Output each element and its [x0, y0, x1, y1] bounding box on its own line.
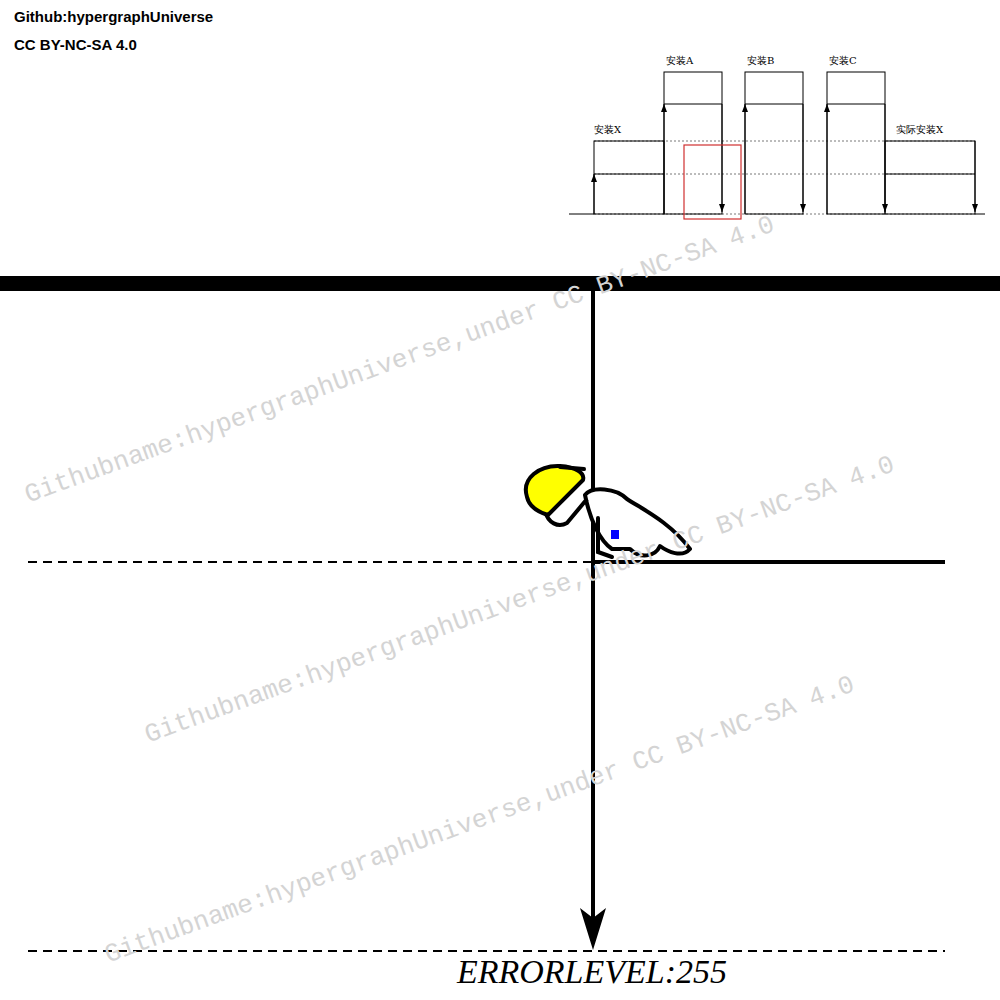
block-divider — [664, 104, 722, 105]
step-arrow — [885, 104, 886, 212]
step-arrow — [975, 141, 976, 212]
step-arrow — [745, 104, 746, 214]
install-block — [827, 72, 885, 214]
step-arrow-head — [591, 174, 597, 182]
block-divider — [885, 174, 975, 175]
step-label: 实际安装X — [896, 124, 943, 135]
author-label: Github:hypergraphUniverse — [14, 9, 213, 26]
fall-line — [591, 291, 595, 920]
dashed-floor — [28, 950, 945, 952]
badge — [611, 530, 619, 539]
step-arrow-head — [882, 204, 888, 212]
step-label: 安装B — [747, 55, 774, 66]
install-chart — [569, 72, 985, 219]
step-arrow-head — [661, 104, 667, 112]
arrow-head — [580, 908, 606, 950]
block-divider — [594, 174, 664, 175]
error-level-label: ERRORLEVEL:255 — [457, 953, 727, 990]
baseline — [569, 214, 594, 215]
block-divider — [827, 104, 885, 105]
install-block — [594, 141, 664, 214]
install-block — [664, 72, 722, 214]
helmet — [526, 466, 583, 515]
step-arrow-head — [719, 204, 725, 212]
baseline — [975, 214, 985, 215]
step-arrow-head — [742, 104, 748, 112]
highlight-box — [684, 145, 741, 219]
step-arrow-head — [800, 204, 806, 212]
step-label: 安装A — [666, 55, 693, 66]
step-arrow — [827, 104, 828, 214]
install-block — [885, 141, 975, 214]
install-block — [745, 72, 803, 214]
step-arrow — [664, 104, 665, 214]
step-label: 安装C — [829, 55, 857, 66]
dotted-level — [594, 174, 975, 175]
watermark: Githubname:hypergraphUniverse,under CC B… — [21, 210, 779, 509]
helmet-brim — [560, 467, 584, 469]
step-arrow — [803, 104, 804, 212]
step-arrow-head — [824, 104, 830, 112]
dashed-level — [28, 561, 593, 563]
step-arrow-head — [972, 204, 978, 212]
license-label: CC BY-NC-SA 4.0 — [14, 37, 137, 54]
ground-bar — [0, 276, 1000, 291]
step-label: 安装X — [594, 124, 621, 135]
block-divider — [745, 104, 803, 105]
step-arrow — [722, 104, 723, 212]
